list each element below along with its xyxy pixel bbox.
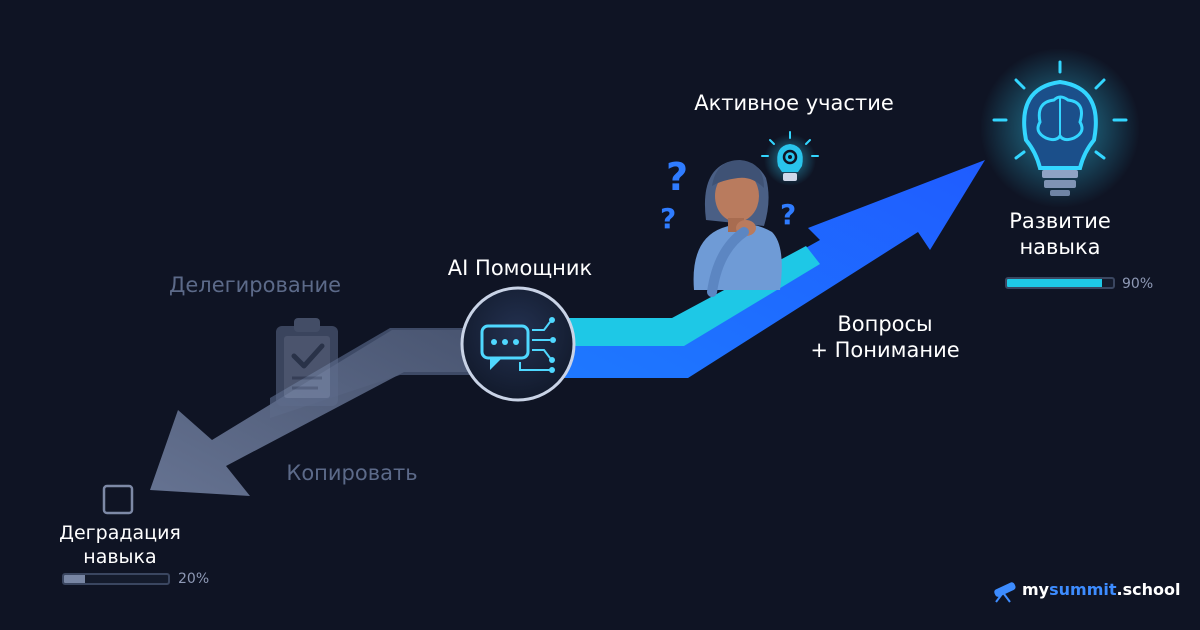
degradation-title: Деградация навыка	[40, 522, 200, 570]
brand-suffix: .school	[1116, 579, 1181, 599]
brand-text: mysummit.school	[1022, 580, 1180, 599]
degradation-title-line1: Деградация	[59, 522, 181, 544]
degradation-progress-bar	[62, 573, 170, 585]
clipboard-check-icon	[276, 318, 338, 406]
svg-text:?: ?	[660, 202, 676, 235]
brand-prefix: my	[1022, 579, 1050, 599]
questions-label-line1: Вопросы	[837, 312, 933, 336]
questions-label-line2: + Понимание	[810, 338, 960, 363]
chat-ai-icon	[480, 317, 556, 373]
copy-label: Копировать	[286, 461, 418, 485]
question-mark-icon-small-right: ?	[780, 198, 796, 231]
question-mark-icon-small-left: ?	[660, 202, 676, 235]
development-title-line1: Развитие	[1009, 209, 1111, 233]
ai-helper-label: AI Помощник	[447, 256, 593, 280]
development-progress-fill	[1007, 279, 1103, 287]
brand-accent: summit	[1049, 579, 1117, 599]
lightbulb-gear-icon	[761, 131, 819, 186]
brand-logo[interactable]: mysummit.school	[1022, 577, 1180, 601]
degradation-progress-fill	[64, 575, 85, 583]
degradation-progress-text: 20%	[178, 571, 210, 587]
active-participation-label: Активное участие	[694, 91, 894, 115]
telescope-icon	[994, 582, 1016, 603]
development-title-line2: навыка	[1019, 235, 1101, 260]
development-title: Развитие навыка	[990, 208, 1130, 261]
lightbulb-brain-icon	[980, 48, 1140, 208]
svg-text:?: ?	[666, 155, 688, 199]
delegation-label: Делегирование	[168, 273, 342, 297]
development-progress-bar	[1005, 277, 1115, 289]
thinking-woman-icon	[693, 160, 782, 297]
development-progress-text: 90%	[1122, 276, 1154, 292]
question-mark-icon-large: ?	[666, 155, 688, 199]
ai-helper-hub	[460, 286, 576, 402]
questions-understanding-label: Вопросы + Понимание	[780, 311, 990, 364]
degradation-title-line2: навыка	[83, 545, 157, 568]
svg-text:?: ?	[780, 198, 796, 231]
empty-checkbox-icon	[102, 484, 134, 515]
